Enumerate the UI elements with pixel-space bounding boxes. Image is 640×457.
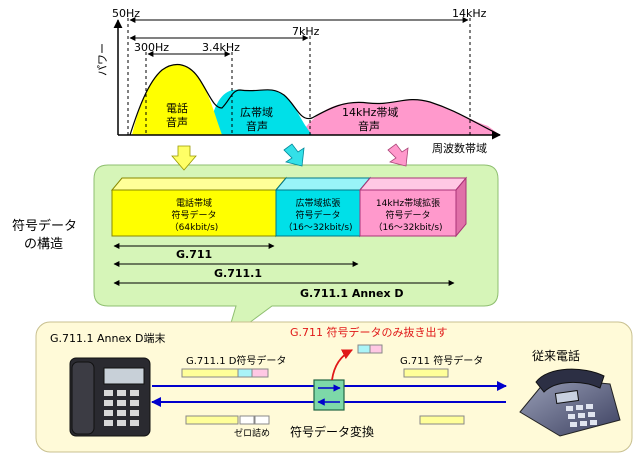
- terminal-label: G.711.1 Annex D端末: [50, 331, 166, 345]
- zero-fill-label: ゼロ詰め: [234, 427, 270, 439]
- block1-line1: 電話帯域: [176, 197, 212, 209]
- packet-zero-filled: [185, 415, 270, 425]
- band-14k-label-2: 音声: [358, 119, 380, 133]
- range-g7111-label: G.711.1: [214, 267, 262, 280]
- block-14khz-ext: [358, 176, 468, 238]
- band-wide-label-2: 音声: [246, 119, 268, 133]
- converter-label: 符号データ変換: [290, 424, 374, 439]
- spectrum-diagram: 50Hz 14kHz 7kHz 300Hz 3.4kHz パワー 周波数帯域 電…: [96, 7, 501, 155]
- y-axis-label: パワー: [96, 43, 109, 76]
- label-300hz: 300Hz: [134, 41, 169, 54]
- arrow-cyan-down: [283, 143, 305, 167]
- annexd-terminal-icon: [69, 357, 151, 437]
- band-wide-label-1: 広帯域: [240, 106, 273, 119]
- block3-line3: （16～32kbit/s): [373, 222, 442, 233]
- label-14khz: 14kHz: [452, 7, 487, 20]
- left-code-label: G.711.1 D符号データ: [186, 354, 286, 367]
- band-phone-label-1: 電話: [166, 101, 188, 115]
- structure-title-line1: 符号データ: [12, 218, 77, 234]
- band-14khz-area: [300, 99, 500, 135]
- legacy-phone-label: 従来電話: [532, 348, 580, 363]
- arrow-pink-down: [387, 143, 409, 167]
- spectrum-curve: [129, 63, 501, 136]
- block2-line2: 符号データ: [295, 209, 340, 221]
- converter-box: [313, 379, 345, 411]
- band-14k-label-1: 14kHz帯域: [342, 106, 398, 119]
- extract-arrow: [331, 349, 353, 381]
- block3-line2: 符号データ: [385, 209, 430, 221]
- label-3-4khz: 3.4kHz: [202, 41, 240, 54]
- band-phone-area: [132, 64, 222, 135]
- range-annexd-label: G.711.1 Annex D: [300, 287, 404, 300]
- band-wide-area: [208, 89, 312, 135]
- packet-g711-top: [403, 368, 449, 378]
- arrow-yellow-down: [171, 145, 197, 171]
- packet-extracted: [357, 344, 383, 354]
- right-code-label: G.711 符号データ: [400, 354, 483, 367]
- block2-line1: 広帯域拡張: [295, 197, 340, 209]
- block2-line3: （16～32kbit/s): [283, 222, 352, 233]
- block1-line3: （64kbit/s): [170, 222, 219, 233]
- label-50hz: 50Hz: [112, 7, 140, 20]
- range-g711-label: G.711: [176, 248, 212, 261]
- packet-annexd-top: [181, 368, 269, 378]
- legacy-phone-icon: [519, 368, 621, 437]
- extract-label: G.711 符号データのみ抜き出す: [290, 325, 448, 339]
- packet-g711-bottom: [419, 415, 465, 425]
- band-phone-label-2: 音声: [166, 115, 188, 129]
- x-axis-label: 周波数帯域: [432, 142, 487, 155]
- structure-title-line2: の構造: [24, 237, 63, 252]
- block1-line2: 符号データ: [171, 209, 216, 221]
- block3-line1: 14kHz帯域拡張: [376, 197, 440, 209]
- label-7khz: 7kHz: [292, 25, 320, 38]
